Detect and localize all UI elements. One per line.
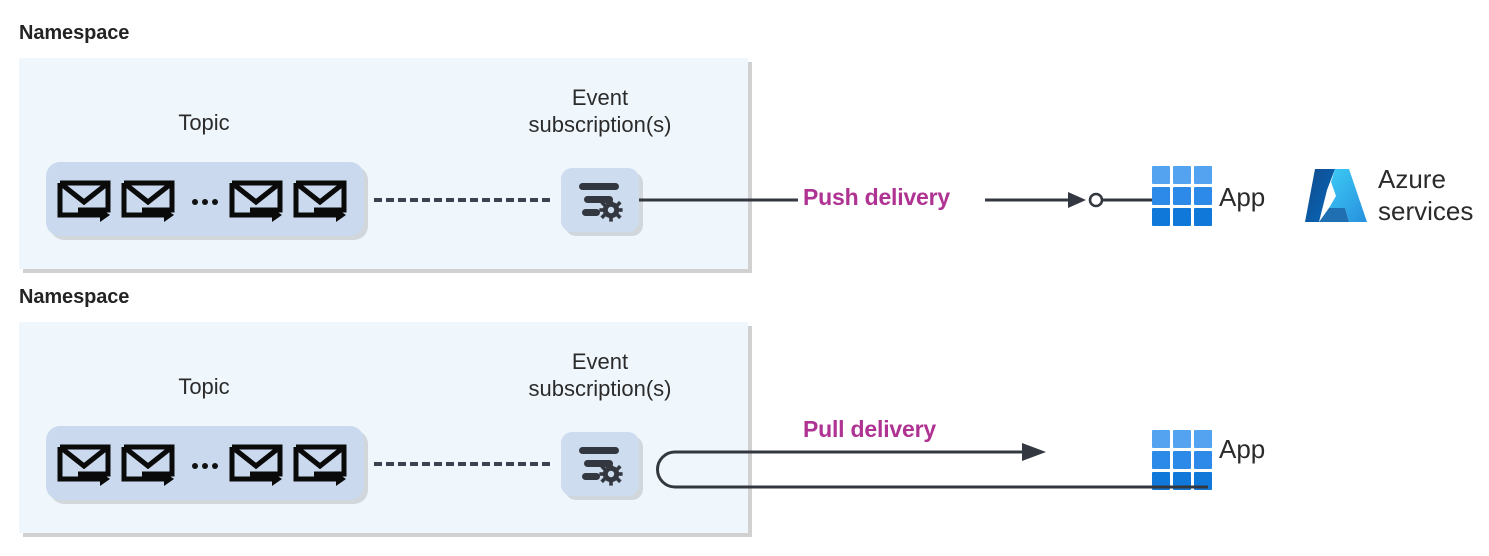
topic-subscription-connector-pull	[374, 462, 550, 466]
envelope-arrow-icon	[57, 180, 111, 222]
envelope-arrow-icon	[121, 180, 175, 222]
namespace-title-pull: Namespace	[19, 286, 130, 308]
topic-label-push: Topic	[178, 110, 230, 135]
subscription-tile-pull	[561, 432, 639, 496]
filter-gear-icon	[579, 447, 623, 486]
envelope-group-right-pull	[228, 438, 354, 488]
topic-subscription-connector-push	[374, 198, 550, 202]
topic-pill-pull	[46, 426, 364, 500]
envelope-group-right-push	[228, 174, 354, 224]
envelope-arrow-icon	[229, 180, 283, 222]
envelope-group-left-pull	[56, 438, 182, 488]
push-endpoint-circle-icon	[1088, 192, 1104, 208]
app-grid-icon-pull	[1152, 430, 1212, 490]
azure-services-label: Azure services	[1378, 164, 1474, 226]
app-label-pull: App	[1219, 434, 1266, 464]
subscription-label-pull: Event subscription(s)	[528, 349, 672, 401]
envelope-arrow-icon	[293, 444, 347, 486]
pull-delivery-label: Pull delivery	[803, 416, 936, 442]
namespace-title-push: Namespace	[19, 22, 130, 44]
pull-arrowhead-icon	[1022, 443, 1046, 461]
azure-logo-icon	[1305, 166, 1369, 233]
topic-ellipsis-push	[192, 199, 218, 205]
topic-pill-push	[46, 162, 364, 236]
subscription-label-push: Event subscription(s)	[528, 85, 672, 137]
envelope-arrow-icon	[229, 444, 283, 486]
push-delivery-label: Push delivery	[803, 184, 950, 210]
envelope-group-left-push	[56, 174, 182, 224]
envelope-arrow-icon	[121, 444, 175, 486]
app-label-push: App	[1219, 182, 1266, 212]
topic-ellipsis-pull	[192, 463, 218, 469]
push-arrowhead-icon	[1068, 192, 1086, 208]
envelope-arrow-icon	[57, 444, 111, 486]
envelope-arrow-icon	[293, 180, 347, 222]
filter-gear-icon	[579, 183, 623, 222]
topic-label-pull: Topic	[178, 374, 230, 399]
subscription-tile-push	[561, 168, 639, 232]
app-grid-icon-push	[1152, 166, 1212, 226]
